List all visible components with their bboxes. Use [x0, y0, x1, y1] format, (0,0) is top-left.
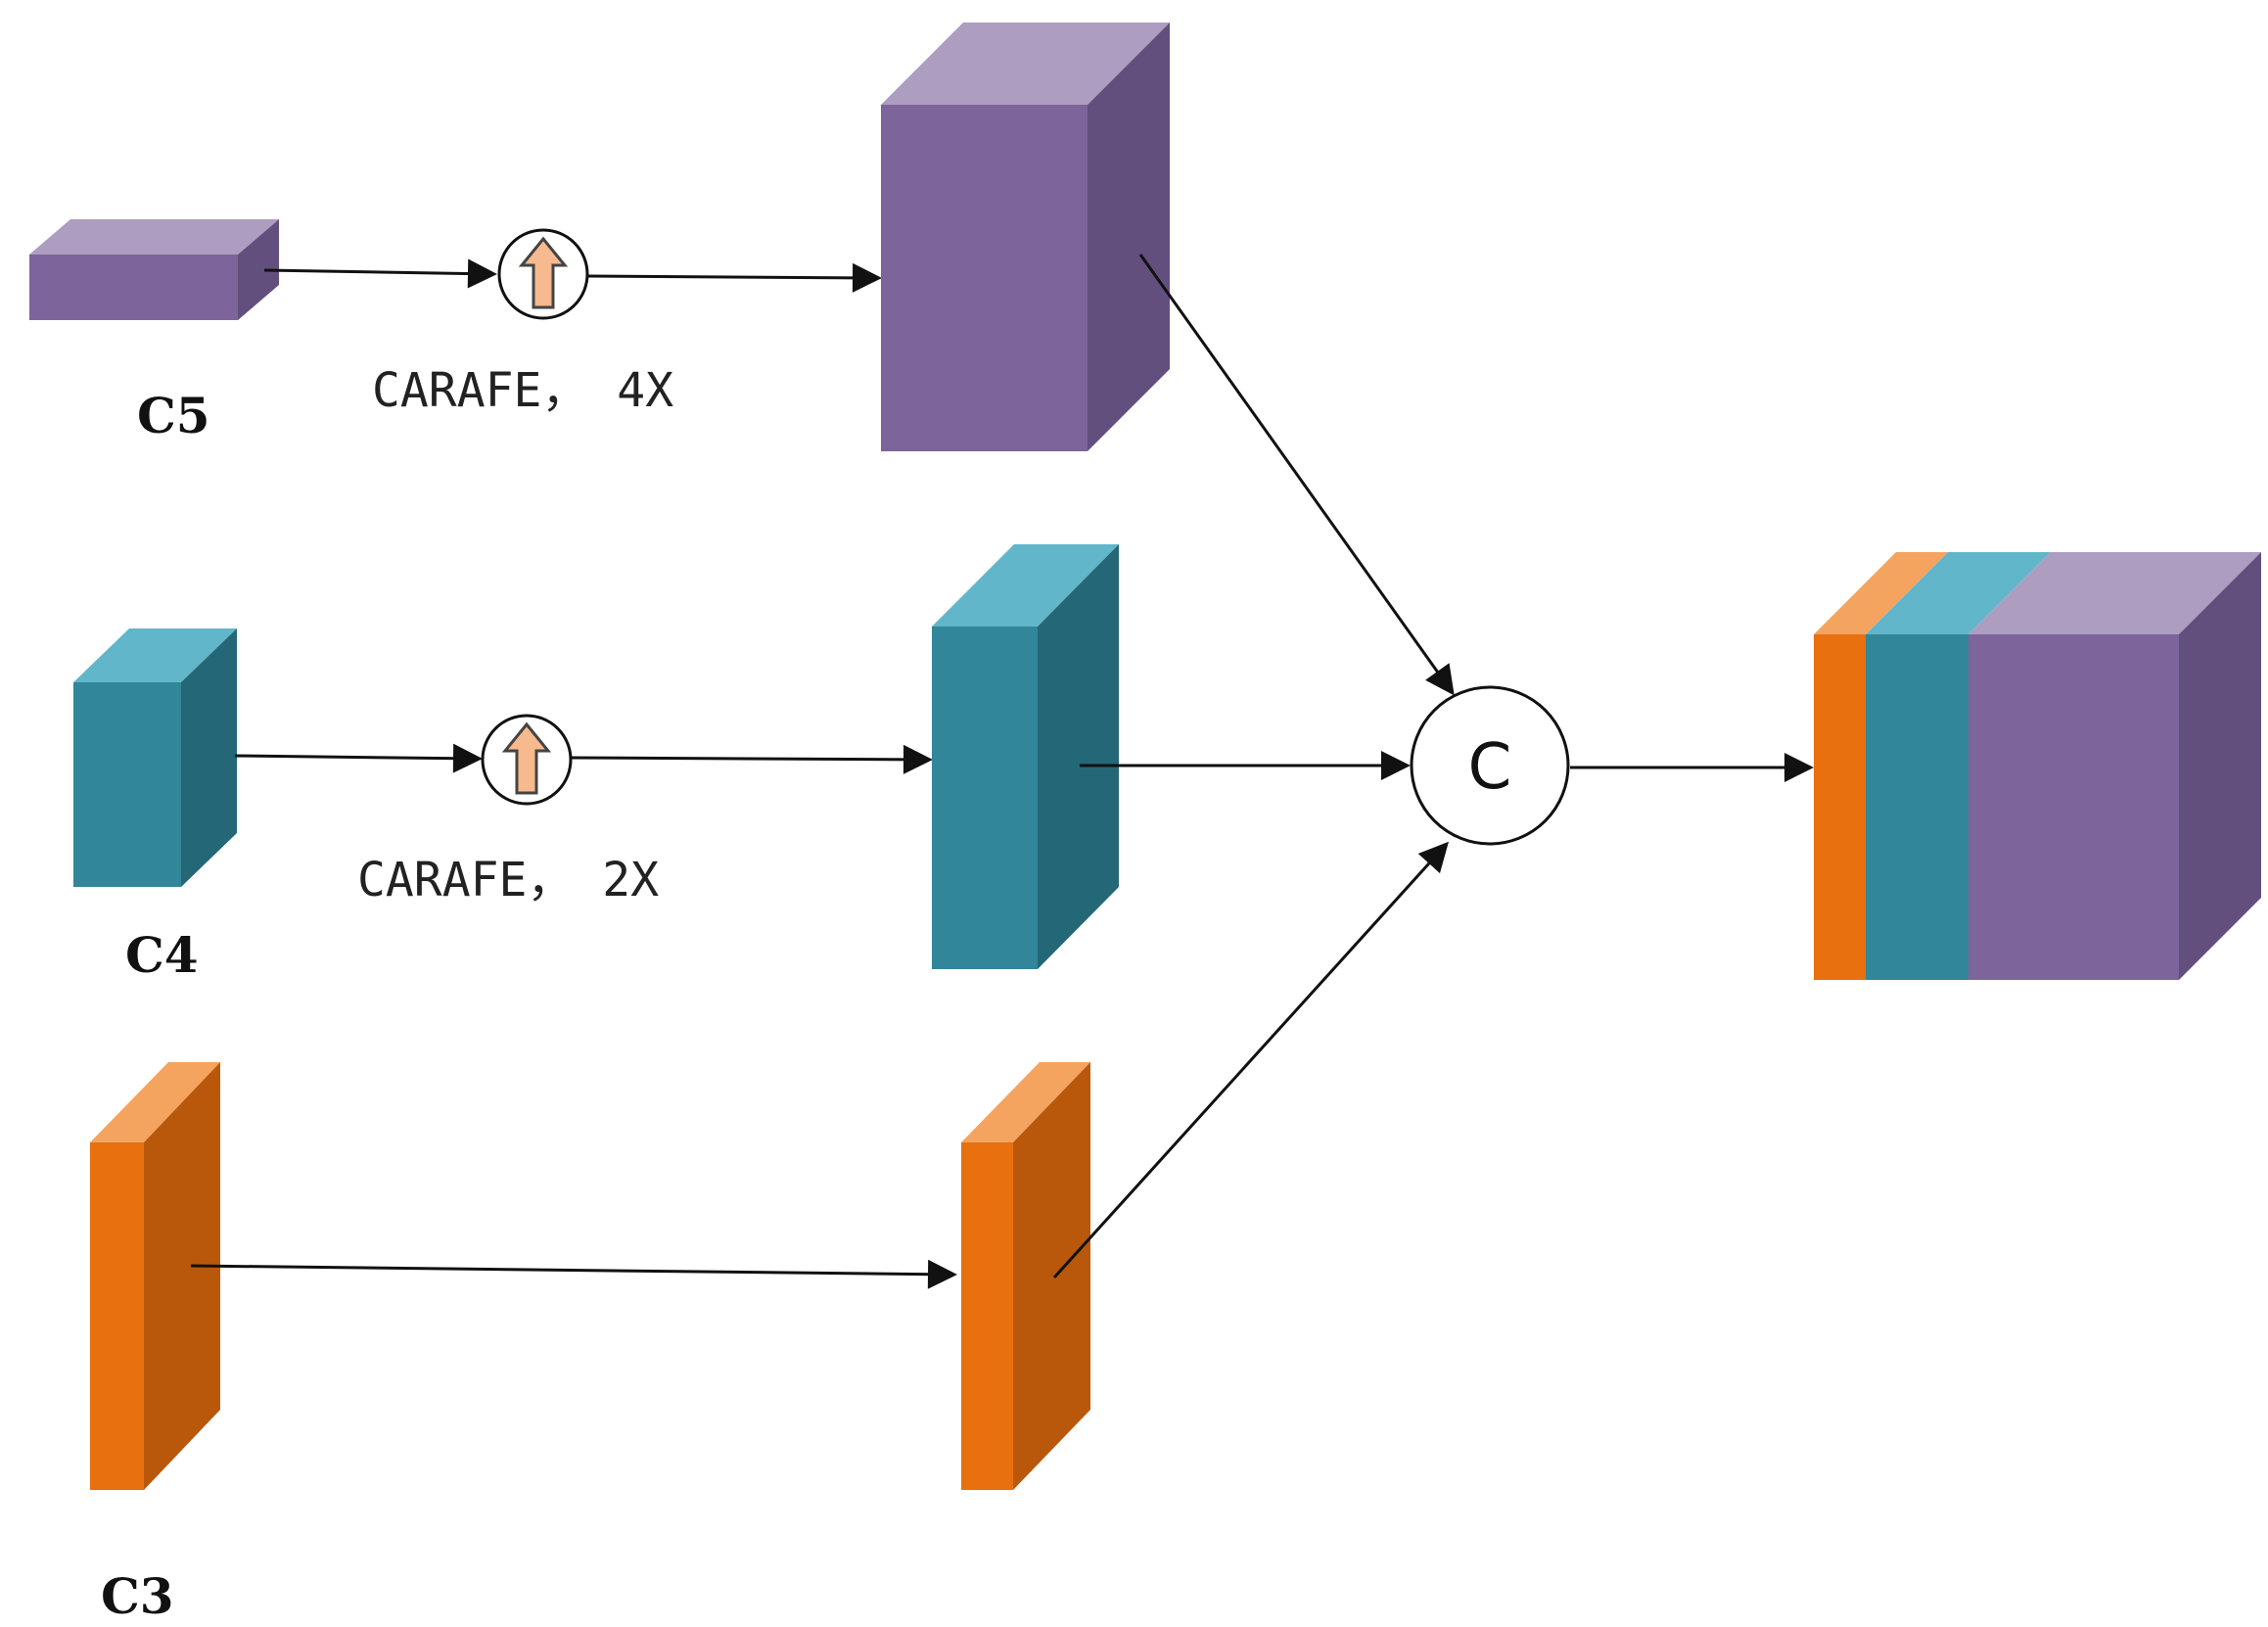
- c4up-side-face: [1038, 544, 1119, 969]
- output-top-teal: [1866, 552, 2051, 634]
- output-front-teal: [1866, 634, 1968, 980]
- upsample-op-mid: [481, 714, 573, 806]
- c3-side-face: [144, 1062, 220, 1490]
- concat-circle-icon: [1410, 685, 1570, 846]
- c3-label: C3: [101, 1567, 174, 1625]
- c4-label: C4: [125, 926, 199, 984]
- upsample-to-c5up-arrow: [586, 262, 882, 293]
- c5up-front-face: [881, 105, 1088, 451]
- c5-side-face: [238, 219, 279, 320]
- c4-to-upsample-arrow: [234, 743, 483, 773]
- c3-front-face: [90, 1142, 144, 1490]
- c5-label: C5: [137, 387, 210, 444]
- upsample-op-top: [497, 228, 589, 320]
- c3-top-face: [90, 1062, 220, 1142]
- c4-front-face: [73, 682, 181, 887]
- output-front-orange: [1814, 634, 1866, 980]
- output-concat-block: [1814, 552, 2261, 980]
- c4-input-block: [73, 628, 237, 887]
- c5-front-face: [29, 255, 238, 320]
- c3copy-front-face: [961, 1142, 1013, 1490]
- c3-to-c3copy-arrow: [190, 1259, 957, 1289]
- output-top-purple: [1968, 552, 2261, 634]
- c4-side-face: [181, 628, 237, 887]
- c3-passthrough-block: [961, 1062, 1090, 1490]
- c5-input-block: [29, 219, 279, 320]
- c4up-top-face: [932, 544, 1119, 627]
- c4up-front-face: [932, 627, 1038, 969]
- upsample-to-c4up-arrow: [570, 744, 933, 774]
- c4-top-face: [73, 628, 237, 682]
- c3copy-top-face: [961, 1062, 1090, 1142]
- output-side-purple: [2179, 552, 2261, 980]
- c5up-side-face: [1088, 23, 1170, 451]
- c4-upsampled-block: [932, 544, 1119, 969]
- up-arrow-icon: [501, 721, 552, 795]
- c5up-to-concat-arrow: [1138, 254, 1455, 696]
- c3-input-block: [90, 1062, 220, 1490]
- output-front-purple: [1968, 634, 2179, 980]
- c5up-top-face: [881, 23, 1170, 105]
- output-top-orange: [1814, 552, 1948, 634]
- c5-to-upsample-arrow: [263, 258, 497, 289]
- concat-node: C: [1410, 685, 1570, 846]
- concat-label: C: [1468, 731, 1512, 804]
- op-label-top: CARAFE， 4X: [372, 363, 673, 418]
- up-arrow-icon: [518, 236, 569, 309]
- c5-upsampled-block: [881, 23, 1170, 451]
- op-label-mid: CARAFE， 2X: [357, 853, 659, 907]
- c3copy-side-face: [1013, 1062, 1090, 1490]
- c3copy-to-concat-arrow: [1052, 841, 1450, 1279]
- c5-top-face: [29, 219, 279, 255]
